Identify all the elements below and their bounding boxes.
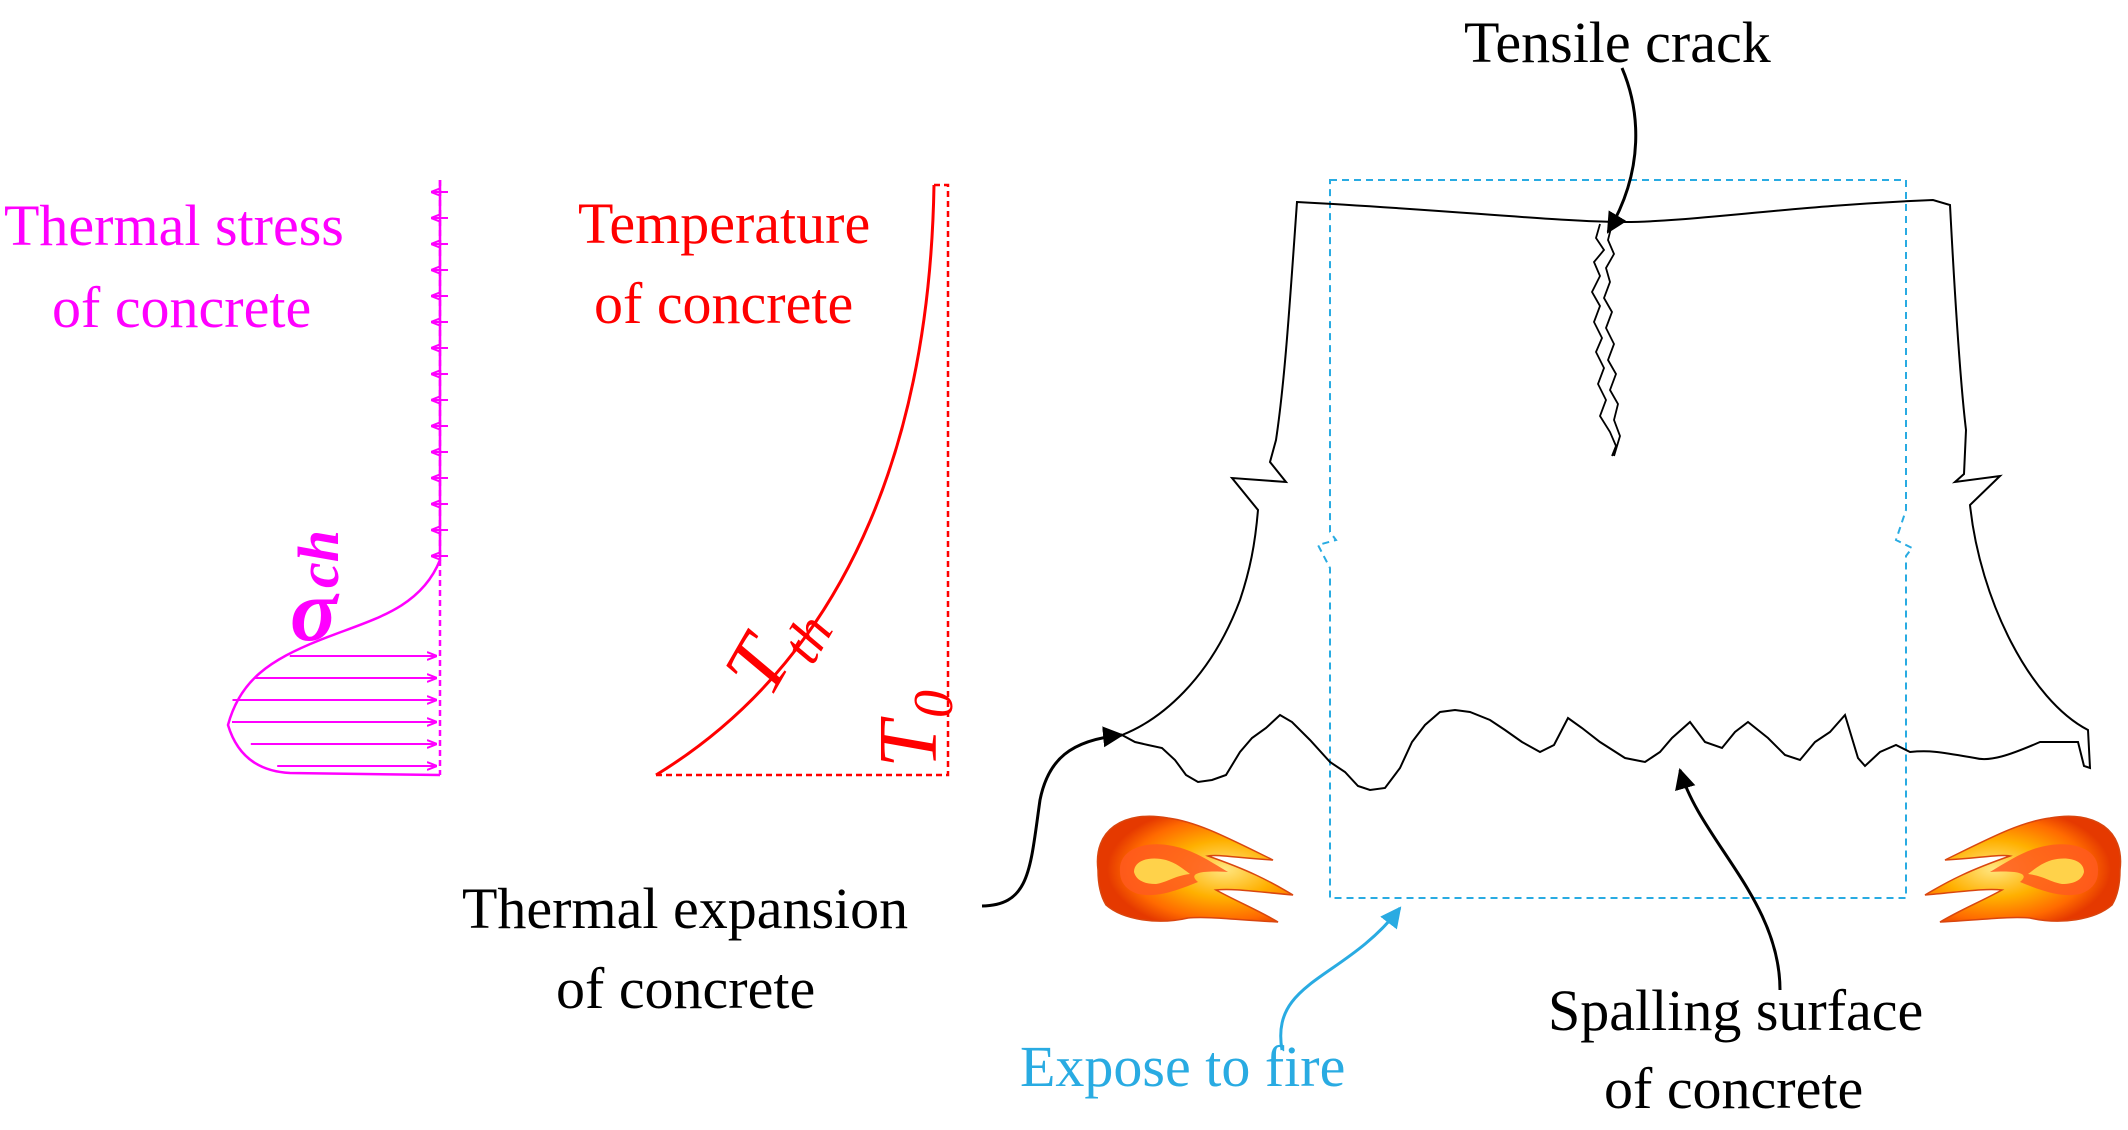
spalling-label-line2: of concrete <box>1604 1056 1863 1121</box>
stress-title-line2: of concrete <box>52 275 311 340</box>
expansion-arrow <box>981 726 1125 908</box>
temperature-curve <box>655 184 936 777</box>
temperature-diagram: Temperature of concrete T th T 0 <box>578 183 965 777</box>
flame-icon-left <box>1096 815 1294 923</box>
stress-arrows <box>232 192 448 766</box>
crack-arrow <box>1606 67 1638 234</box>
flame-icon-right <box>1924 815 2122 923</box>
tensile-crack <box>1590 223 1621 457</box>
spalling-arrow <box>1675 767 1782 991</box>
stress-title-line1: Thermal stress <box>4 193 344 258</box>
temperature-th-label: T th <box>706 604 845 709</box>
spalling-label-line1: Spalling surface <box>1548 978 1923 1043</box>
expansion-label-line2: of concrete <box>556 956 815 1021</box>
fire-arrow <box>1279 906 1402 1051</box>
concrete-section: Tensile crack Thermal expansion of concr… <box>462 10 2092 1121</box>
temperature-reference-line <box>656 183 950 777</box>
fire-exposure-outline <box>1316 179 1914 899</box>
crack-label: Tensile crack <box>1464 10 1771 75</box>
stress-symbol-sub: ch <box>286 530 351 588</box>
thermal-stress-diagram: Thermal stress of concrete σ ch <box>4 180 448 777</box>
stress-symbol: σ <box>290 563 340 660</box>
expansion-label-line1: Thermal expansion <box>462 876 908 941</box>
temperature-t0-label: T 0 <box>862 690 965 768</box>
column-outline <box>1119 198 2092 792</box>
fire-label: Expose to fire <box>1020 1034 1345 1099</box>
temperature-title-line1: Temperature <box>578 191 870 256</box>
stress-curve <box>226 180 442 777</box>
temperature-t0-symbol: T <box>862 716 955 768</box>
temperature-t0-sub: 0 <box>903 690 965 718</box>
temperature-title-line2: of concrete <box>594 271 853 336</box>
